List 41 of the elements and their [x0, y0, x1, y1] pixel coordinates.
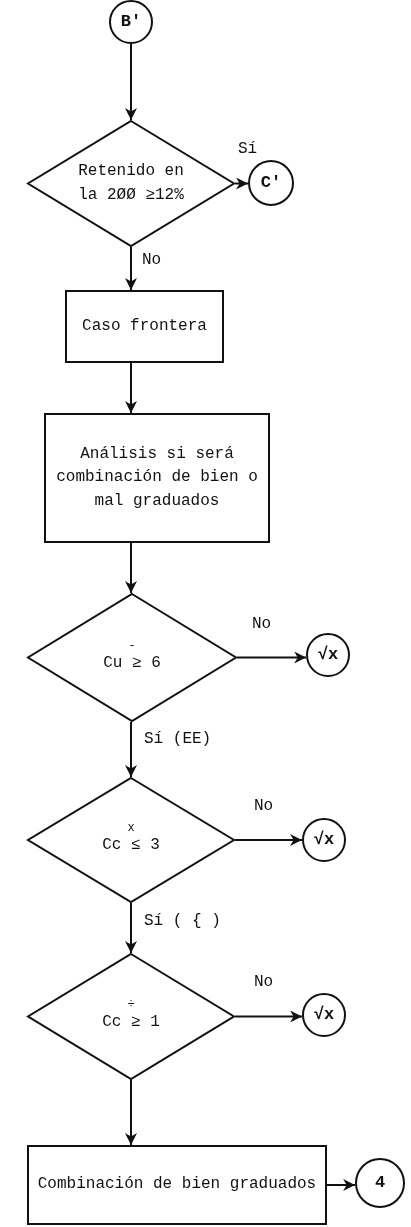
decision-diamond — [27, 593, 237, 722]
annotation-mark: ÷ — [127, 998, 135, 1011]
process-box — [65, 290, 224, 363]
arrow — [125, 362, 137, 414]
process-text: Análisis si será combinación de bien o mal graduados — [55, 444, 259, 512]
decision-diamond — [27, 953, 235, 1080]
connector-label: 4 — [374, 1171, 386, 1194]
process-text: Combinación de bien graduados — [37, 1174, 317, 1196]
annotation-mark: - — [128, 639, 136, 652]
process-box — [27, 1145, 327, 1225]
arrow — [326, 1179, 357, 1191]
arrow — [125, 902, 137, 954]
arrow — [125, 43, 137, 121]
connector-circle — [248, 160, 294, 206]
arrow — [125, 542, 137, 594]
connector-circle — [306, 633, 350, 677]
connector-label: √x — [313, 828, 335, 851]
condition-text: Cc ≥ 1 — [102, 1011, 160, 1033]
arrow — [125, 1079, 137, 1146]
connector-label: C' — [260, 171, 282, 194]
condition-text: Retenido en la 2ØØ ≥12% — [77, 161, 185, 206]
decision-diamond — [27, 120, 235, 247]
arrow — [236, 651, 308, 664]
arrow — [125, 721, 137, 778]
annotation-mark: x — [127, 822, 135, 835]
process-box — [44, 413, 270, 543]
process-text: Caso frontera — [82, 315, 207, 337]
condition-text: Cu ≥ 6 — [103, 652, 161, 674]
connector-circle — [109, 0, 153, 44]
arrow — [125, 246, 137, 291]
connector-circle — [302, 818, 346, 862]
connector-circle — [355, 1158, 405, 1208]
decision-diamond — [27, 777, 235, 903]
condition-text: Cc ≤ 3 — [102, 835, 160, 857]
connector-label: √x — [313, 1003, 335, 1026]
connector-circle — [302, 993, 346, 1037]
connector-label: √x — [317, 643, 339, 666]
arrow — [234, 1010, 304, 1023]
connector-label: B' — [120, 10, 142, 33]
arrow — [234, 177, 249, 190]
arrow — [234, 834, 303, 846]
